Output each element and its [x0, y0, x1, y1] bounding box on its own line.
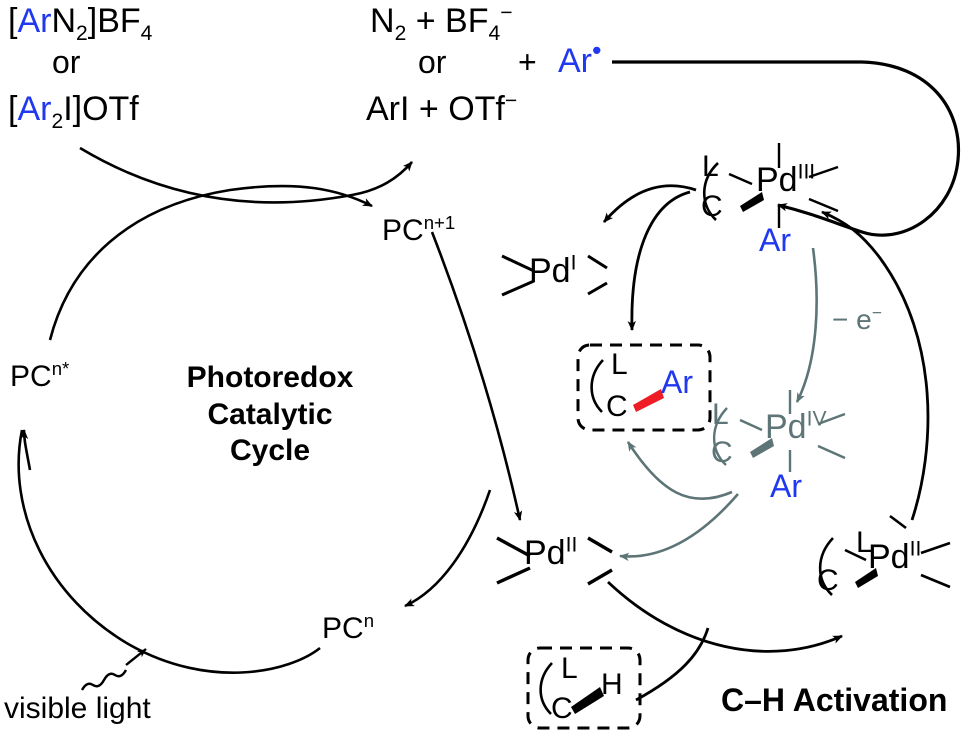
nitrogen-subscript: 2 — [76, 21, 88, 45]
pc-ox-superscript: n+1 — [423, 212, 456, 233]
byproduct-n2-bf4-label: N2 + BF4− — [370, 1, 513, 44]
pd1-oxidation-state: I — [570, 251, 577, 275]
photoredox-cycle-title: Photoredox Catalytic Cycle — [148, 360, 392, 470]
product-aryl-label: Ar — [661, 364, 693, 400]
aryl-token-2: Ar — [17, 90, 52, 128]
aryl-radical-transfer-arrow — [612, 60, 961, 237]
photoredox-cycle-arc-left — [17, 429, 321, 674]
aryl-token: Ar — [17, 2, 52, 40]
substrate-ligand-L-label: L — [561, 652, 578, 685]
electron-loss-token: − e — [832, 304, 872, 335]
pd4-to-product-arrow — [626, 441, 733, 501]
bracket-open: [ — [8, 2, 18, 40]
substrate-entry-arrow — [635, 627, 710, 702]
photocatalyst-oxidation-arrow — [48, 184, 373, 341]
pd3-complex-bonds — [703, 143, 839, 228]
pd2-complex-ligand-L-label: L — [856, 526, 873, 559]
bf4-token: ]BF — [87, 2, 141, 40]
aryl-subscript: 2 — [51, 109, 64, 133]
iodonium-otf-token: I]OTf — [63, 90, 139, 128]
pd1-center-label: PdI — [529, 251, 577, 290]
pd3-ligand-L-label: L — [702, 150, 719, 183]
n2-token: N — [370, 2, 395, 40]
pc-oxidized-label: PCn+1 — [382, 213, 455, 247]
iodonium-reagent-label: [Ar2I]OTf — [8, 90, 139, 132]
pd2complex-to-pd3-arrow — [821, 210, 930, 521]
aryl-radical-label: Ar• — [558, 37, 602, 80]
bf4-charge: − — [500, 1, 513, 25]
reagent-to-byproduct-arrow — [79, 146, 413, 204]
product-ligand-L-label: L — [611, 348, 628, 381]
product-ligand-C-label: C — [606, 390, 628, 423]
nitrogen-token: N — [51, 2, 77, 40]
pd2-complex-bonds — [496, 536, 613, 586]
photoredox-cycle-arc-right — [404, 231, 523, 608]
pd3-ligand-C-label: C — [701, 190, 723, 223]
pd2-complex-center-label: PdII — [868, 537, 922, 576]
bf4-plus-token: + BF — [406, 2, 489, 40]
pd1-complex-bonds — [501, 254, 608, 297]
pd2-oxidation-state: II — [565, 533, 578, 557]
ch-activation-arrow — [607, 580, 843, 653]
pd-symbol-2b: Pd — [868, 538, 910, 576]
pc-excited-label: PCn* — [10, 359, 69, 393]
pd4-to-pd2-arrow — [619, 493, 739, 562]
pd-symbol-4: Pd — [765, 408, 807, 446]
pd3-to-pd1-arrow — [602, 184, 697, 223]
pd4-ligand-C-label: C — [711, 436, 733, 469]
pd4-center-label: PdIV — [765, 407, 827, 446]
bracket-open-2: [ — [8, 90, 18, 128]
n2-subscript: 2 — [394, 21, 407, 45]
pd4-aryl-label: Ar — [770, 468, 802, 504]
pd2b-oxidation-state: II — [909, 537, 922, 561]
pd4-oxidation-state: IV — [806, 407, 827, 431]
pd-symbol-1: Pd — [529, 252, 571, 290]
pd3-aryl-label: Ar — [759, 222, 791, 258]
diazonium-reagent-label: [ArN2]BF4 — [8, 2, 152, 44]
cycle-title-line3: Cycle — [229, 434, 311, 468]
pd3-center-label: PdIII — [756, 160, 816, 199]
electron-charge: − — [871, 302, 882, 323]
reagent-or-label: or — [52, 44, 81, 80]
pd4-complex-bonds — [713, 390, 846, 472]
pc-token-ox: PC — [382, 214, 424, 247]
bf4-sub: 4 — [488, 21, 501, 45]
ch-activation-caption: C–H Activation — [721, 682, 948, 718]
otf-charge: − — [504, 89, 518, 113]
pd3-to-pd4-oxidation-arrow — [795, 247, 818, 403]
product-box-frame — [576, 343, 712, 432]
pd3-oxidation-state: III — [797, 160, 816, 184]
pd4-ligand-L-label: L — [712, 398, 729, 431]
substrate-box-frame — [526, 646, 642, 730]
bf4-subscript: 4 — [140, 21, 153, 45]
pc-token-gr: PC — [322, 612, 364, 645]
pd2-center-label: PdII — [524, 533, 578, 572]
plus-sign-label: + — [518, 44, 537, 80]
electron-loss-label: − e− — [832, 302, 882, 335]
pd2-complex-right-bonds — [818, 514, 951, 596]
pc-token-ex: PC — [10, 360, 52, 393]
aryl-radical-token: Ar — [558, 42, 592, 80]
pc-gr-superscript: n — [363, 610, 375, 631]
radical-dot-icon: • — [592, 34, 602, 66]
photon-squiggle-icon — [80, 648, 147, 691]
pd-symbol-2: Pd — [524, 534, 566, 572]
pd3-to-product-arrow — [627, 190, 691, 331]
substrate-ligand-C-label: C — [551, 692, 573, 725]
pc-ground-label: PCn — [322, 611, 374, 645]
byproduct-ari-otf-label: ArI + OTf− — [366, 89, 518, 128]
cycle-title-line1: Photoredox — [186, 361, 354, 394]
pc-ex-superscript: n* — [51, 358, 70, 379]
pd-symbol-3: Pd — [756, 161, 798, 199]
ari-otf-token: ArI + OTf — [366, 90, 505, 128]
pd2-complex-ligand-C-label: C — [817, 564, 839, 597]
byproduct-or-label: or — [418, 44, 447, 80]
cycle-title-line2: Catalytic — [207, 397, 333, 431]
visible-light-label: visible light — [4, 692, 151, 725]
substrate-hydride-label: H — [601, 668, 623, 701]
